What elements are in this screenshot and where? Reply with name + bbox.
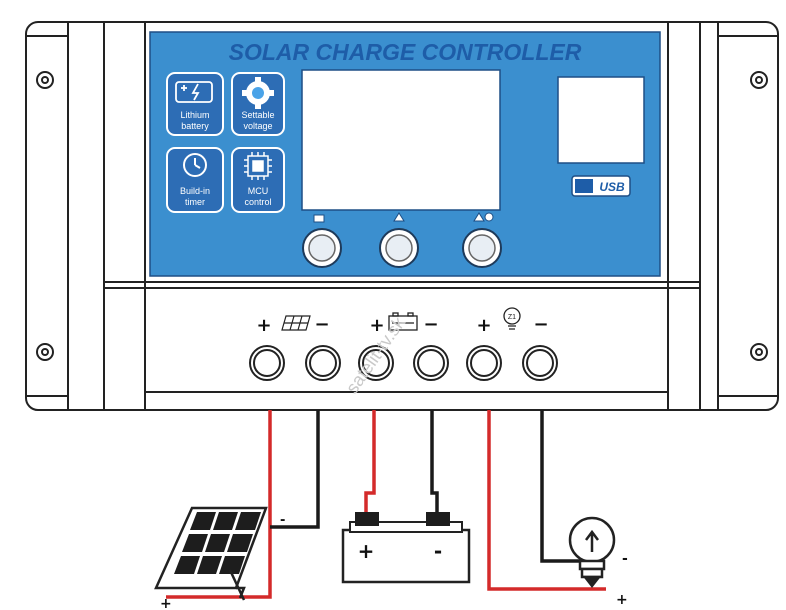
solar-positive-wire (166, 410, 272, 599)
panel-title: SOLAR CHARGE CONTROLLER (229, 39, 582, 65)
usb-label: USB (599, 180, 625, 194)
feature-label-line2: battery (181, 121, 209, 131)
wires (166, 410, 606, 599)
solar-minus-label: − (314, 314, 329, 335)
indicator-window (557, 76, 645, 164)
load-badge: Z1 (508, 314, 516, 321)
solar-panel-icon (281, 315, 311, 331)
usb-port[interactable]: USB (571, 175, 631, 197)
terminal-screw[interactable] (305, 345, 341, 381)
lcd-display (301, 69, 501, 211)
feature-tile-mcu: MCU control (231, 147, 285, 213)
panel-plus-label: + (160, 596, 172, 610)
feature-tile-voltage: Settable voltage (231, 72, 285, 136)
terminal-screw[interactable] (466, 345, 502, 381)
feature-tile-timer: Build-in timer (166, 147, 224, 213)
solar-panel (154, 506, 268, 601)
down-button[interactable] (462, 212, 502, 268)
load-positive-wire (487, 410, 606, 591)
solar-cells (174, 512, 261, 574)
terminal-screw[interactable] (413, 345, 449, 381)
menu-icon (313, 214, 325, 223)
up-button[interactable] (379, 212, 419, 268)
battery-positive-wire (364, 410, 376, 512)
down-triangle-icon (473, 212, 485, 222)
battery-minus-label: − (423, 314, 438, 335)
menu-button[interactable] (302, 214, 342, 268)
bulb-small-icon (484, 212, 494, 222)
feature-label-line1: Settable (241, 110, 274, 120)
battery (341, 512, 471, 584)
battery-minus-sign: - (434, 539, 442, 563)
terminal-labels: + − + − + Z1 − (256, 307, 549, 336)
load-bulb-icon: Z1 (503, 307, 521, 330)
feature-tile-lithium: Lithium battery (166, 72, 224, 136)
terminal-screws (249, 345, 558, 381)
load-plus-label: + (476, 315, 491, 336)
lithium-battery-icon (175, 81, 213, 103)
terminal-screw[interactable] (358, 345, 394, 381)
mounting-hole-inner-icon (41, 348, 49, 356)
terminal-screw[interactable] (249, 345, 285, 381)
panel-buttons (302, 212, 502, 268)
lamp-plus-label: + (616, 592, 628, 608)
battery-icon (388, 312, 418, 331)
battery-plus-label: + (369, 315, 384, 336)
panel-minus-label: - (280, 513, 285, 528)
mounting-hole-inner-icon (755, 348, 763, 356)
battery-plus-sign: + (358, 539, 375, 563)
solar-negative-wire (270, 410, 320, 529)
mounting-hole-inner-icon (41, 76, 49, 84)
feature-label-line1: Build-in (180, 186, 210, 196)
lamp-minus-label: - (622, 551, 628, 567)
terminal-screw[interactable] (522, 345, 558, 381)
load-negative-wire (540, 410, 590, 563)
mounting-hole-inner-icon (755, 76, 763, 84)
battery-negative-wire (430, 410, 439, 512)
up-triangle-icon (393, 212, 405, 222)
gear-icon (242, 77, 274, 109)
feature-label-line1: MCU (248, 186, 269, 196)
feature-tiles: Lithium battery Settable voltage (166, 72, 285, 213)
load-minus-label: − (533, 314, 548, 335)
solar-plus-label: + (256, 315, 271, 336)
mounting-holes (36, 71, 768, 361)
timer-icon (183, 153, 207, 177)
chip-icon (244, 152, 272, 180)
feature-label-line2: control (244, 197, 271, 207)
feature-label-line2: timer (185, 197, 205, 207)
feature-label-line2: voltage (243, 121, 272, 131)
lamp (568, 516, 616, 589)
feature-label-line1: Lithium (180, 110, 209, 120)
